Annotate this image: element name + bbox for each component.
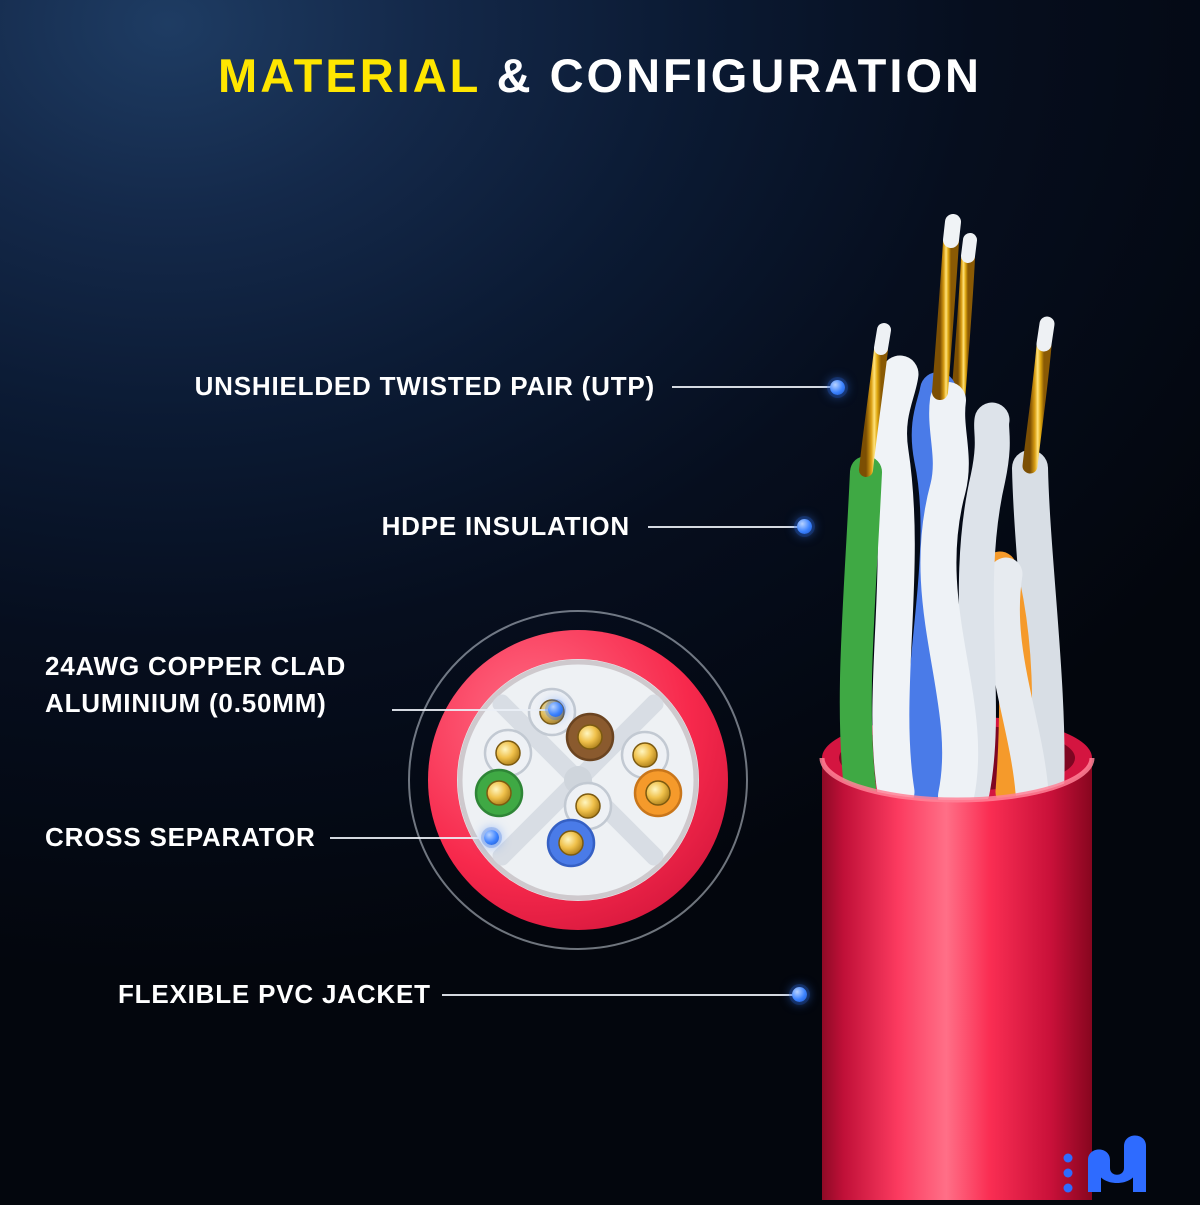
copper-conductor — [932, 234, 959, 400]
cable-cutaway — [819, 214, 1095, 1200]
brand-logo — [1058, 1120, 1178, 1200]
callout-copper-line1: 24AWG COPPER CLAD — [45, 651, 347, 681]
callout-jacket-label: FLEXIBLE PVC JACKET — [118, 979, 431, 1009]
white-wire — [870, 355, 919, 811]
pvc-jacket-body — [822, 758, 1092, 1200]
callout-copper-line — [392, 709, 548, 711]
annotation-circle — [408, 610, 748, 950]
brand-logo-icon — [1063, 1135, 1146, 1193]
title-highlight: MATERIAL — [218, 49, 481, 102]
callout-utp-dot — [830, 380, 845, 395]
callout-utp-line — [672, 386, 832, 388]
callout-utp-label: UNSHIELDED TWISTED PAIR (UTP) — [194, 371, 655, 401]
callout-hdpe-line — [648, 526, 800, 528]
callout-hdpe-label: HDPE INSULATION — [381, 511, 630, 541]
callout-copper-line2: ALUMINIUM (0.50MM) — [45, 688, 327, 718]
callout-cross-dot — [484, 830, 499, 845]
callout-copper-label: 24AWG COPPER CLAD ALUMINIUM (0.50MM) — [45, 648, 405, 722]
twisted-pairs — [839, 214, 1065, 814]
page-title: MATERIAL & CONFIGURATION — [0, 48, 1200, 103]
cross-section-wires — [474, 687, 683, 868]
callout-hdpe-dot — [797, 519, 812, 534]
cross-section-diagram — [408, 610, 748, 950]
green-wire — [839, 456, 882, 804]
callout-cross-label: CROSS SEPARATOR — [45, 822, 316, 852]
callout-jacket-dot — [792, 987, 807, 1002]
title-rest: & CONFIGURATION — [480, 49, 982, 102]
callout-copper-dot — [548, 702, 563, 717]
callout-cross-line — [330, 837, 482, 839]
callout-jacket-line — [442, 994, 794, 996]
